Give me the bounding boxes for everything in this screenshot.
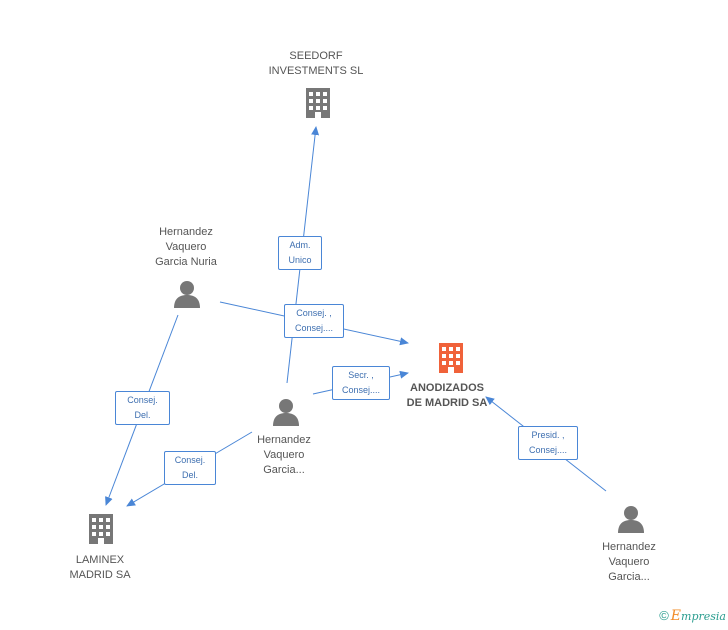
label-line: Vaquero bbox=[608, 556, 650, 568]
badge-line: Del. bbox=[181, 470, 198, 480]
badge-line: Presid. , bbox=[531, 430, 565, 440]
building-icon[interactable] bbox=[86, 512, 116, 551]
label-line: Hernandez bbox=[159, 226, 213, 238]
edge-badge-consej-del-center[interactable]: Consej. Del. bbox=[164, 451, 216, 485]
badge-line: Consej.... bbox=[341, 385, 381, 395]
node-label-nuria[interactable]: Hernandez Vaquero Garcia Nuria bbox=[136, 225, 236, 270]
node-label-seedorf[interactable]: SEEDORF INVESTMENTS SL bbox=[256, 49, 376, 79]
footer-brand[interactable]: ©Empresia bbox=[659, 608, 726, 624]
badge-line: Secr. , bbox=[348, 370, 374, 380]
edge-badge-consej-consej[interactable]: Consej. , Consej.... bbox=[284, 304, 344, 338]
copyright-symbol: © bbox=[659, 608, 669, 623]
label-line: Vaquero bbox=[165, 241, 207, 253]
node-label-hvg-center[interactable]: Hernandez Vaquero Garcia... bbox=[234, 433, 334, 478]
person-icon[interactable] bbox=[172, 279, 202, 314]
badge-line: Consej.... bbox=[528, 445, 568, 455]
node-label-hvg-right[interactable]: Hernandez Vaquero Garcia... bbox=[579, 540, 679, 585]
badge-line: Del. bbox=[134, 410, 151, 420]
edge-badge-adm-unico[interactable]: Adm. Unico bbox=[278, 236, 322, 270]
edge-badge-secr-consej[interactable]: Secr. , Consej.... bbox=[332, 366, 390, 400]
badge-line: Consej. bbox=[127, 395, 158, 405]
node-label-anodizados[interactable]: ANODIZADOS DE MADRID SA bbox=[392, 381, 502, 411]
node-label-laminex[interactable]: LAMINEX MADRID SA bbox=[50, 553, 150, 583]
label-line: Garcia... bbox=[263, 464, 305, 476]
building-icon-main[interactable] bbox=[436, 341, 466, 380]
edge-badge-presid-consej[interactable]: Presid. , Consej.... bbox=[518, 426, 578, 460]
label-line: MADRID SA bbox=[69, 569, 131, 581]
badge-line: Consej. bbox=[174, 455, 206, 465]
label-line: Garcia Nuria bbox=[155, 256, 217, 268]
brand-initial: E bbox=[670, 608, 682, 624]
label-line: Hernandez bbox=[602, 541, 656, 553]
person-icon[interactable] bbox=[616, 504, 646, 539]
label-line: Vaquero bbox=[263, 449, 305, 461]
badge-line: Adm. bbox=[289, 240, 311, 250]
label-line: LAMINEX bbox=[75, 554, 125, 566]
label-line: Garcia... bbox=[608, 571, 650, 583]
edge-badge-consej-del-left[interactable]: Consej. Del. bbox=[115, 391, 170, 425]
badge-line: Consej. , bbox=[296, 308, 332, 318]
label-line: Hernandez bbox=[257, 434, 311, 446]
person-icon[interactable] bbox=[271, 397, 301, 432]
label-line: DE MADRID SA bbox=[406, 397, 488, 409]
label-line: SEEDORF bbox=[289, 50, 343, 62]
building-icon[interactable] bbox=[303, 86, 333, 125]
brand-name: mpresia bbox=[681, 610, 726, 623]
label-line: ANODIZADOS bbox=[410, 382, 484, 394]
badge-line: Unico bbox=[288, 255, 312, 265]
label-line: INVESTMENTS SL bbox=[268, 65, 364, 77]
badge-line: Consej.... bbox=[294, 323, 334, 333]
